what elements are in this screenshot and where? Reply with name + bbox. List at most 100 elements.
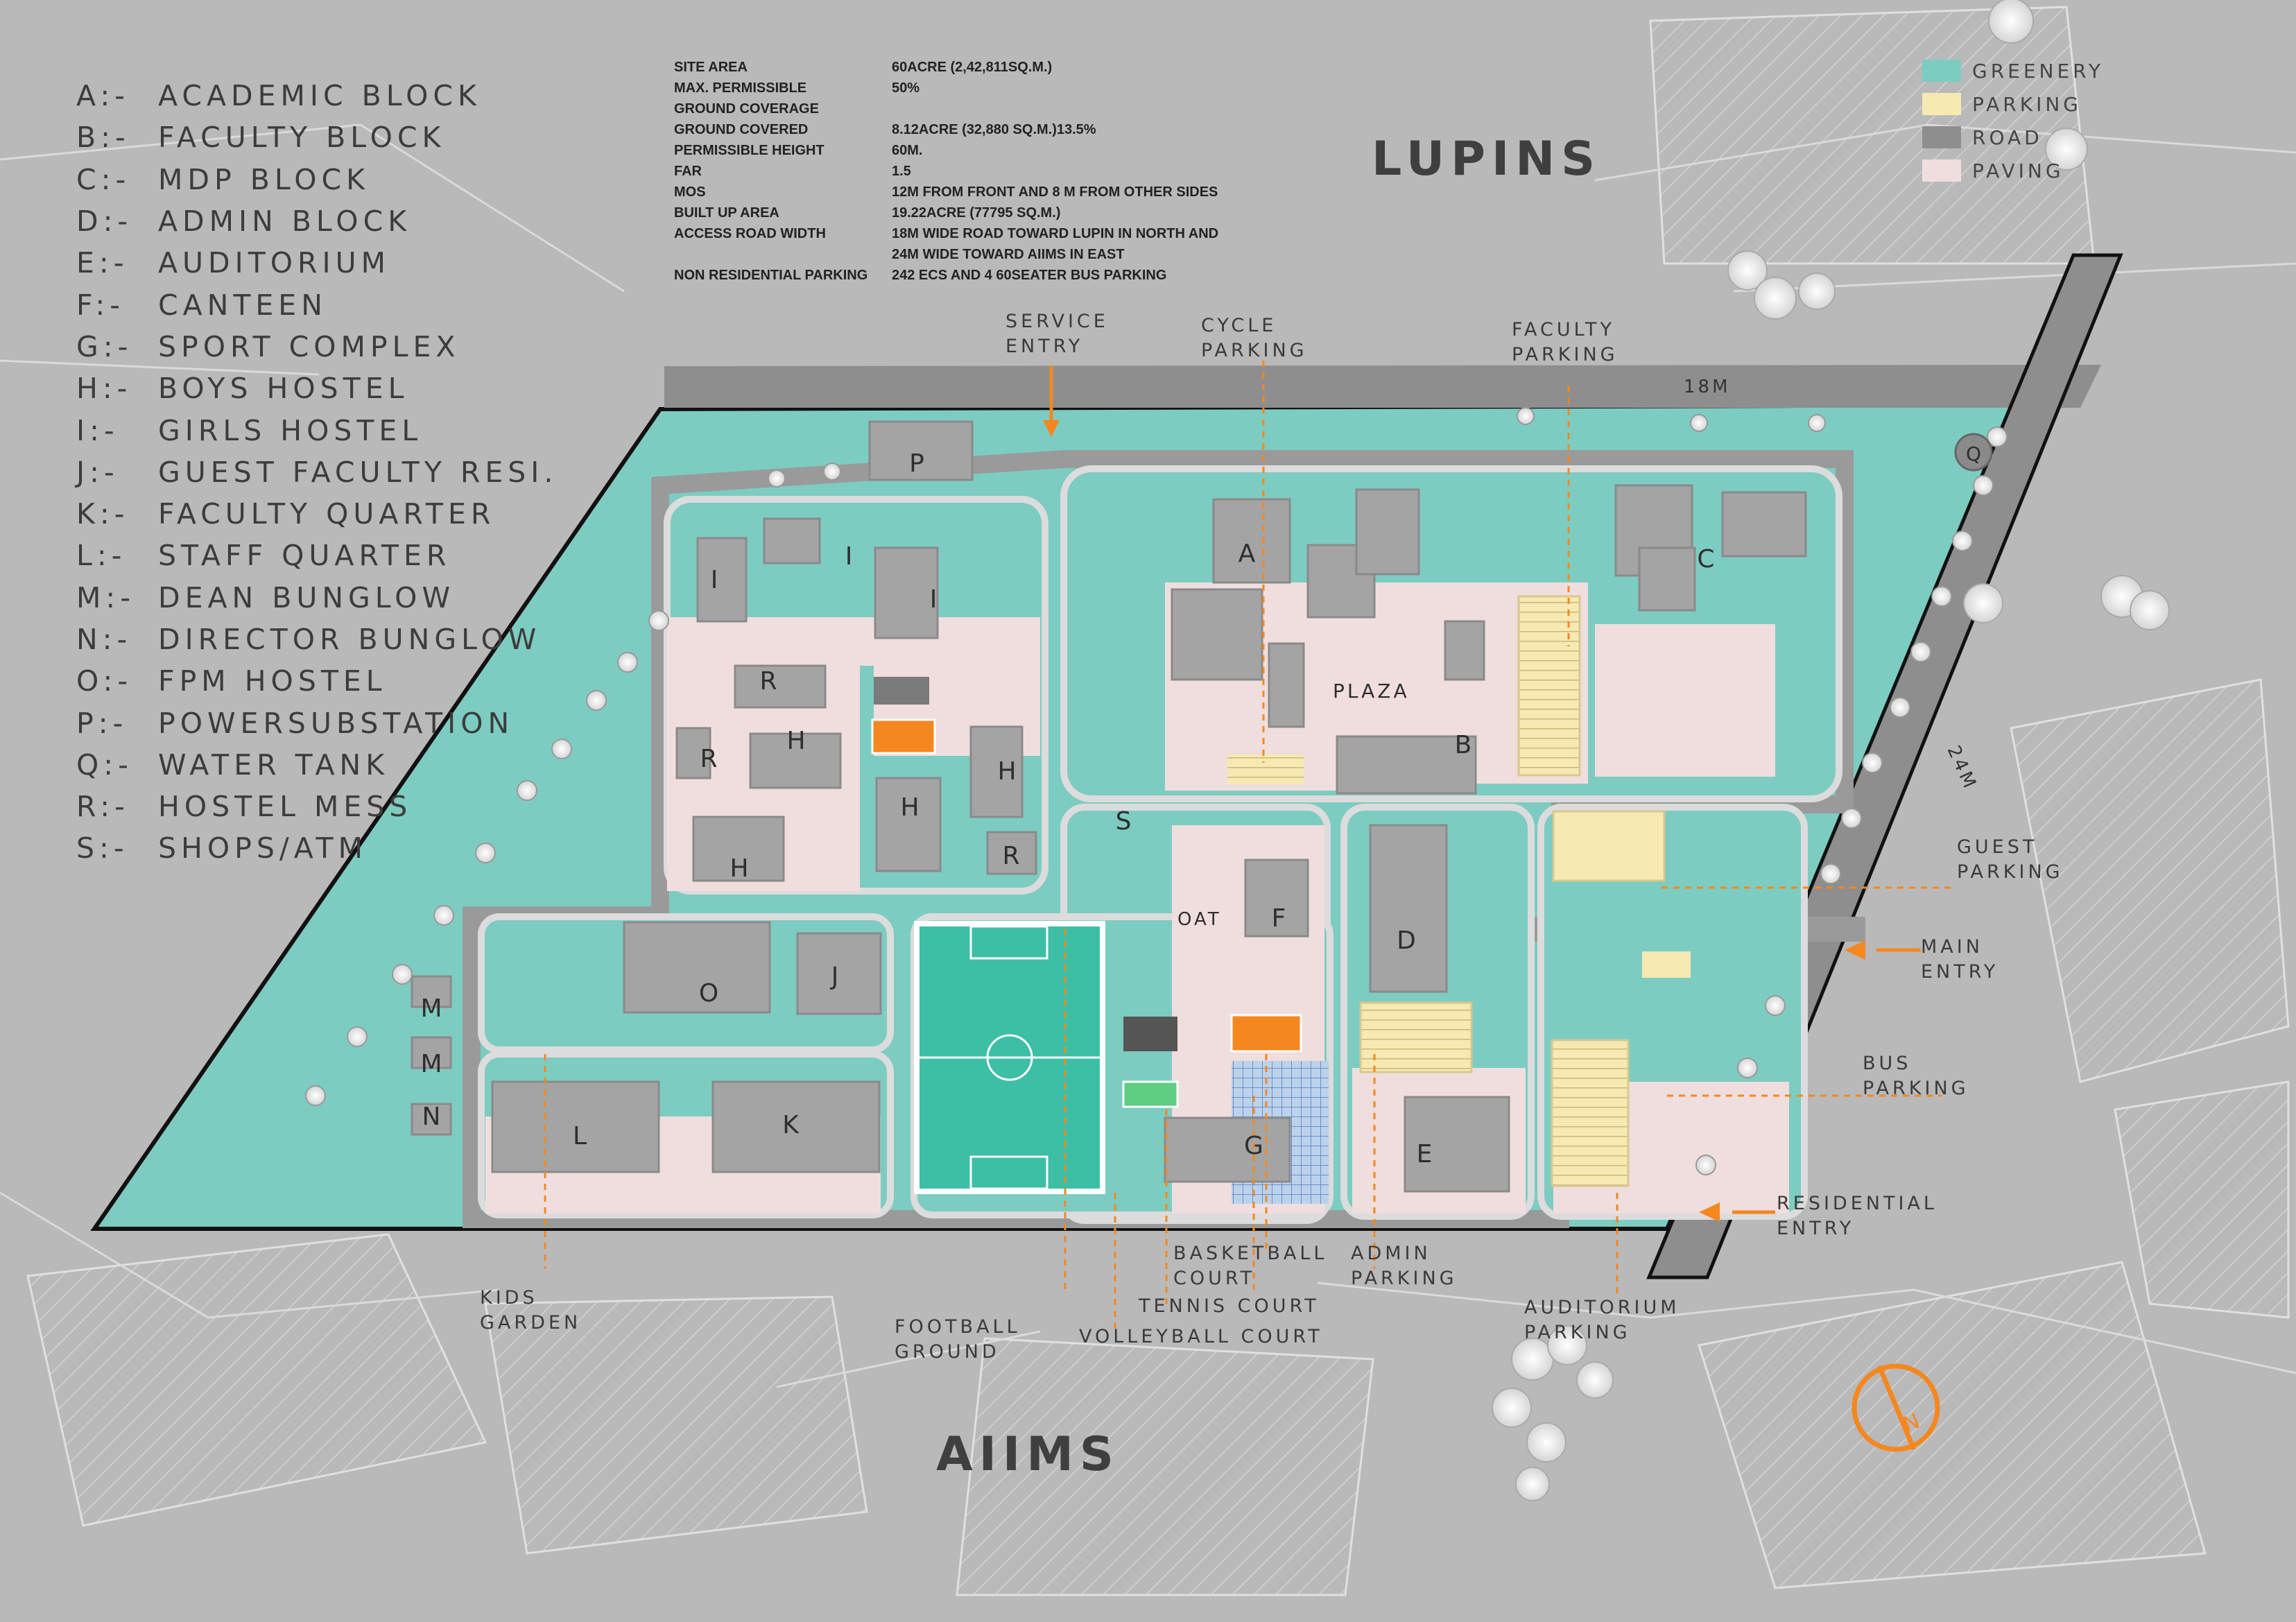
legend-item: P:-POWERSUBSTATION: [76, 702, 558, 743]
callout-line: PARKING: [1512, 344, 1619, 365]
sports-facilities: [871, 677, 1329, 1204]
legend-item: N:- DIRECTOR BUNGLOW: [76, 619, 558, 660]
buildings: [411, 420, 1807, 1193]
callout-line: KIDS: [480, 1287, 538, 1309]
legend-name: BOYS HOSTEL: [158, 372, 409, 406]
legend-item: H:- BOYS HOSTEL: [76, 368, 558, 409]
legend-name: FACULTY BLOCK: [158, 121, 446, 155]
legend-code: O:-: [76, 664, 133, 698]
callout-line: COURT: [1173, 1268, 1256, 1289]
callout-line: MAIN: [1921, 936, 1983, 958]
block-letter-g: G: [1244, 1132, 1263, 1160]
site-data-label: NON RESIDENTIAL PARKING: [674, 267, 868, 283]
legend-name: ACADEMIC BLOCK: [158, 79, 481, 113]
site-data-value: 1.5: [892, 163, 911, 179]
callout-arrows: [1043, 366, 1921, 1222]
site-data-row: SITE AREA 60ACRE (2,42,811SQ.M.): [674, 57, 1218, 78]
callout-line: FACULTY: [1512, 319, 1615, 340]
callout-leaders: [544, 361, 1956, 1331]
block-letters: A B C D E F G H H H H I I I J K L M M N …: [420, 442, 1981, 1168]
site-data-label: PERMISSIBLE HEIGHT: [674, 142, 825, 158]
callout-line: CYCLE: [1201, 315, 1277, 336]
block-letter-h2: H: [997, 757, 1016, 786]
key-label: PAVING: [1972, 159, 2064, 182]
callout-line: BASKETBALL: [1173, 1243, 1328, 1264]
legend-code: N:-: [76, 623, 132, 656]
legend-code: R:-: [76, 790, 130, 824]
legend-name: FPM HOSTEL: [158, 664, 387, 698]
legend-code: A:-: [76, 79, 130, 113]
callout-line: PARKING: [1524, 1322, 1631, 1343]
block-letter-h3: H: [900, 793, 919, 822]
key-label: ROAD: [1972, 126, 2043, 149]
legend-name: WATER TANK: [158, 748, 390, 782]
legend-item: A:- ACADEMIC BLOCK: [76, 75, 558, 117]
legend-item: M:-DEAN BUNGLOW: [76, 577, 558, 619]
block-letter-j: J: [830, 963, 839, 991]
site-data-label: SITE AREA: [674, 59, 748, 75]
callout-line: VOLLEYBALL COURT: [1079, 1326, 1323, 1347]
block-letter-b: B: [1455, 731, 1472, 759]
block-letter-l: L: [573, 1122, 587, 1150]
key-item: PARKING: [1922, 87, 2104, 121]
site-data-label: MOS: [674, 184, 706, 200]
basketball-court: [1230, 1014, 1302, 1053]
legend-name: STAFF QUARTER: [158, 539, 451, 573]
key-item: ROAD: [1922, 121, 2104, 154]
legend-name: GUEST FACULTY RESI.: [158, 455, 558, 489]
callout-line: PARKING: [1957, 861, 2064, 883]
legend-item: L:-STAFF QUARTER: [76, 535, 558, 576]
compass-icon: N: [1852, 1363, 1940, 1452]
callout-line: PARKING: [1863, 1078, 1969, 1099]
key-item: PAVING: [1922, 154, 2104, 187]
legend-name: AUDITORIUM: [158, 246, 390, 280]
legend-name: FACULTY QUARTER: [158, 497, 496, 531]
block-letter-h4: H: [730, 854, 748, 883]
place-label-north: LUPINS: [1372, 132, 1602, 187]
block-letter-i2: I: [930, 585, 938, 614]
legend-code: B:-: [76, 121, 130, 155]
tennis-court: [1122, 1080, 1179, 1108]
block-letter-i3: I: [711, 566, 718, 594]
legend-code: D:-: [76, 205, 133, 239]
callout-tennis-court: TENNIS COURT: [1139, 1294, 1320, 1319]
block-letter-k: K: [782, 1111, 800, 1139]
block-letter-r3: R: [1002, 842, 1019, 870]
site-data-value: 60ACRE (2,42,811SQ.M.): [892, 59, 1053, 75]
legend-name: DEAN BUNGLOW: [158, 580, 455, 614]
callout-line: GROUND: [895, 1341, 1000, 1363]
legend-item: D:-ADMIN BLOCK: [76, 200, 558, 242]
legend-code: H:-: [76, 372, 132, 406]
legend-item: G:-SPORT COMPLEX: [76, 326, 558, 368]
callout-volleyball-court: VOLLEYBALL COURT: [1079, 1325, 1323, 1349]
site-data-row: 24M WIDE TOWARD AIIMS IN EAST: [674, 244, 1218, 265]
callout-line: ADMIN: [1351, 1243, 1431, 1264]
legend-name: POWERSUBSTATION: [158, 706, 515, 740]
legend-code: J:-: [76, 455, 119, 489]
legend-code: S:-: [76, 831, 129, 865]
legend-item: E:-AUDITORIUM: [76, 242, 558, 284]
legend-name: GIRLS HOSTEL: [158, 413, 423, 447]
site-data-label: GROUND COVERED: [674, 121, 809, 137]
block-letter-f: F: [1272, 904, 1286, 933]
site-data-row: GROUND COVERAGE: [674, 98, 1218, 119]
legend-item: I:-GIRLS HOSTEL: [76, 409, 558, 451]
site-data-value: 50%: [892, 80, 920, 96]
parking-areas: [1227, 595, 1691, 1187]
legend-name: SHOPS/ATM: [158, 831, 368, 865]
legend-item: Q:-WATER TANK: [76, 744, 558, 786]
site-data-value: 24M WIDE TOWARD AIIMS IN EAST: [892, 246, 1125, 262]
road-north-18m: [664, 365, 2101, 408]
key-item: GREENERY: [1922, 54, 2104, 87]
place-label-south: AIIMS: [936, 1427, 1120, 1482]
legend-name: DIRECTOR BUNGLOW: [158, 623, 542, 656]
